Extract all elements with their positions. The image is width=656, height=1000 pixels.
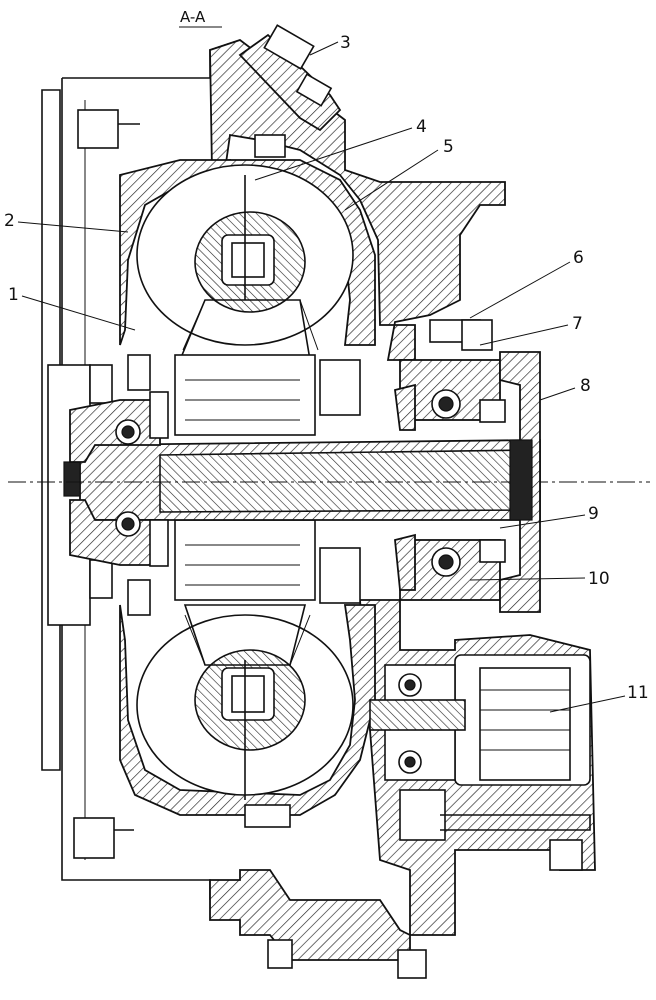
callout-10: 10 xyxy=(588,569,610,589)
callout-6: 6 xyxy=(573,248,584,268)
callout-9: 9 xyxy=(588,504,599,524)
converter-top xyxy=(119,159,376,361)
callout-11: 11 xyxy=(627,683,649,703)
callout-2: 2 xyxy=(4,211,15,231)
bolts xyxy=(127,134,427,979)
leader-lines xyxy=(17,41,626,713)
section-title: A-A xyxy=(179,8,222,28)
callout-1: 1 xyxy=(8,285,19,305)
callout-7: 7 xyxy=(572,314,583,334)
right-bearing-assembly xyxy=(394,319,541,613)
converter-bottom xyxy=(119,604,376,816)
callout-4: 4 xyxy=(416,117,427,137)
stator-region xyxy=(174,354,316,601)
callout-3: 3 xyxy=(340,33,351,53)
callout-5: 5 xyxy=(443,137,454,157)
pump-module xyxy=(369,654,591,871)
callout-labels: 3 4 5 2 1 6 7 8 9 10 11 xyxy=(4,33,649,703)
main-shaft xyxy=(8,439,650,521)
callout-8: 8 xyxy=(580,376,591,396)
top-sensor xyxy=(238,24,342,132)
left-bearing-housing xyxy=(69,391,169,567)
section-label: A-A xyxy=(180,8,206,26)
